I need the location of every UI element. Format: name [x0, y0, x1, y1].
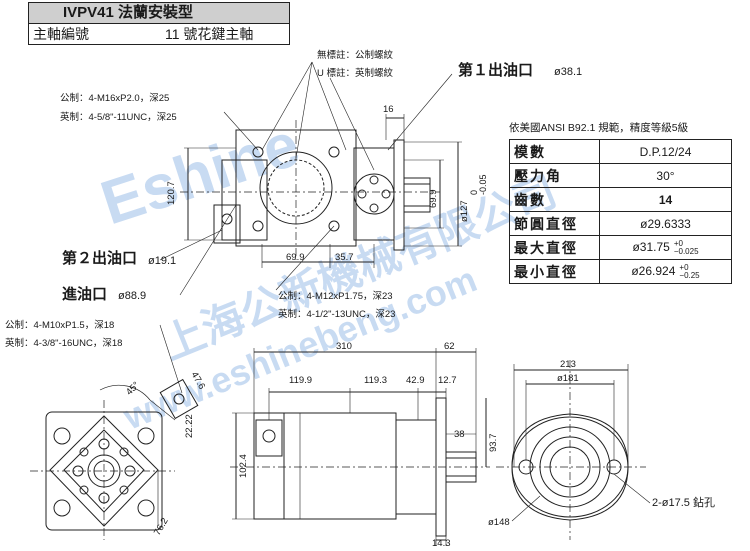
- front-view: [496, 360, 651, 540]
- spline-spec-key: 最大直徑: [509, 235, 600, 260]
- dim-119-9: 119.9: [289, 375, 313, 386]
- shaft-spec: 11 號花鍵主軸: [165, 26, 254, 42]
- inlet-dia: ø88.9: [118, 290, 147, 302]
- spline-spec-key: 齒數: [509, 187, 600, 212]
- spline-spec-key: 壓力角: [509, 163, 600, 188]
- dim-127-tol: 0 -0.05: [469, 174, 488, 195]
- spline-spec-tolerance: +0−0.025: [673, 238, 699, 256]
- dim-12-7: 12.7: [438, 375, 457, 386]
- thread-low-metric: 公制：4-M10xP1.5，深18: [5, 320, 115, 331]
- thread-top-imperial: 英制：4-5/8"-11UNC，深25: [60, 112, 177, 123]
- thread-low-imperial: 英制：4-3/8"-16UNC，深18: [5, 338, 123, 349]
- dim-69-9-h: 69.9: [286, 252, 305, 263]
- spline-spec-value-text: 14: [658, 192, 673, 207]
- dim-102-4: 102.4: [238, 454, 249, 478]
- tolerance-upper: +0: [673, 238, 683, 248]
- dim-22-22: 22.22: [184, 414, 195, 438]
- dim-38: 38: [454, 429, 465, 440]
- dim-148: ø148: [488, 517, 510, 528]
- dim-119-3: 119.3: [364, 375, 388, 386]
- dim-14-3: 14.3: [432, 538, 451, 549]
- spline-spec-row: 齒數 14: [509, 187, 732, 212]
- top-view: [159, 61, 462, 296]
- tolerance-lower: −0.25: [679, 270, 700, 280]
- spline-standard: 依美國ANSI B92.1 規範，精度等級5級: [509, 122, 689, 134]
- spline-spec-row: 模數 D.P.12/24: [509, 139, 732, 164]
- spline-spec-tolerance: +0−0.25: [679, 262, 700, 280]
- note-u-mark: U 標註：英制螺紋: [317, 68, 394, 79]
- dim-127: ø127: [459, 200, 470, 222]
- spline-spec-value: ø29.6333: [599, 211, 732, 236]
- shaft-label: 主軸編號: [33, 26, 89, 42]
- dim-120-7: 120.7: [166, 181, 177, 205]
- outlet1-label: 第１出油口: [458, 62, 534, 79]
- tolerance-lower: −0.025: [673, 246, 699, 256]
- spline-spec-key: 最小直徑: [509, 259, 600, 284]
- dim-42-9: 42.9: [406, 375, 425, 386]
- spline-spec-key: 節圓直徑: [509, 211, 600, 236]
- dim-35-7: 35.7: [335, 252, 354, 263]
- spline-spec-value: D.P.12/24: [599, 139, 732, 164]
- note-unmarked: 無標註：公制螺紋: [317, 50, 394, 61]
- shaft-spec-box: 主軸編號 11 號花鍵主軸: [28, 24, 290, 45]
- dim-181: ø181: [557, 373, 579, 384]
- spline-spec-key: 模數: [509, 139, 600, 164]
- side-view: [230, 348, 490, 546]
- dim-69-9-v: 69.9: [428, 189, 439, 209]
- dim-62: 62: [444, 341, 455, 352]
- left-view: [30, 324, 199, 540]
- drill-label: 2-ø17.5 鉆孔: [652, 497, 715, 509]
- spline-spec-value-text: ø29.6333: [640, 216, 691, 231]
- spline-spec-value: 14: [599, 187, 732, 212]
- spline-spec-value: ø26.924+0−0.25: [599, 259, 732, 284]
- outlet2-dia: ø19.1: [148, 255, 177, 267]
- spline-spec-value-text: ø26.924: [631, 263, 676, 278]
- spline-spec-row: 壓力角 30°: [509, 163, 732, 188]
- spline-spec-row: 節圓直徑 ø29.6333: [509, 211, 732, 236]
- outlet2-label: 第２出油口: [62, 250, 138, 267]
- spline-spec-value-text: 30°: [656, 168, 675, 183]
- model-title: IVPV41 法蘭安裝型: [28, 2, 290, 24]
- spline-spec-value-text: ø31.75: [632, 239, 670, 254]
- thread-mid-imperial: 英制：4-1/2"-13UNC，深23: [278, 309, 396, 320]
- dim-16: 16: [383, 104, 394, 115]
- thread-mid-metric: 公制：4-M12xP1.75，深23: [278, 291, 393, 302]
- spline-spec-value: 30°: [599, 163, 732, 188]
- outlet1-dia: ø38.1: [554, 66, 583, 78]
- dim-93-7: 93.7: [488, 433, 499, 453]
- spline-spec-value-text: D.P.12/24: [639, 144, 692, 159]
- tolerance-upper: +0: [679, 262, 689, 272]
- dim-213: 213: [560, 359, 576, 370]
- inlet-label: 進油口: [62, 286, 108, 303]
- dim-310: 310: [336, 341, 352, 352]
- spline-spec-value: ø31.75+0−0.025: [599, 235, 732, 260]
- thread-top-metric: 公制：4-M16xP2.0，深25: [60, 93, 170, 104]
